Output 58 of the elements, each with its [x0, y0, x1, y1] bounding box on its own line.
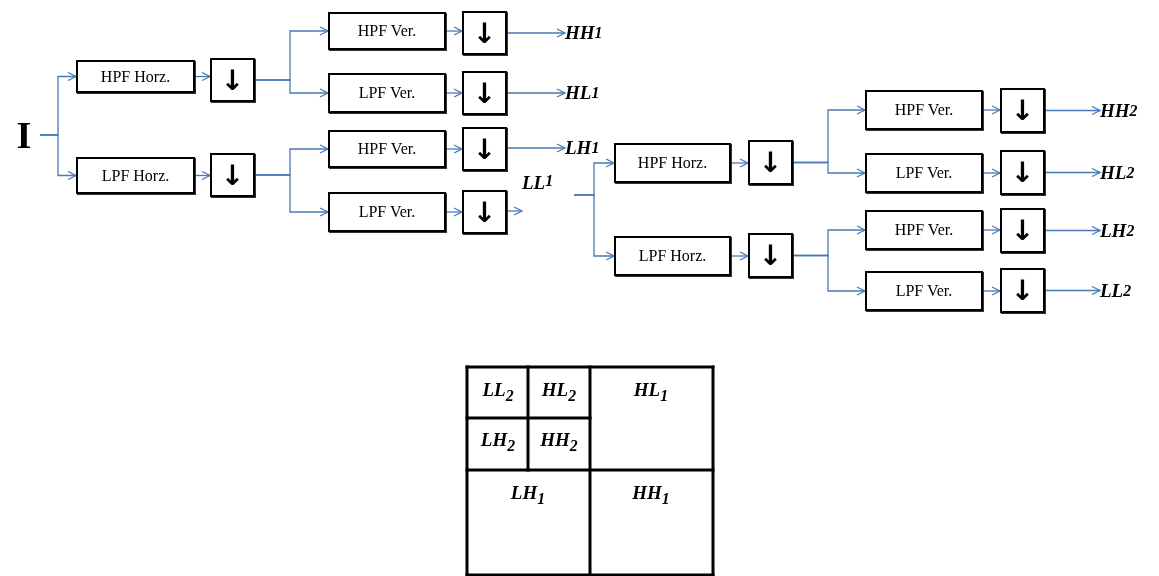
downsample-box: ↓ [1000, 208, 1045, 253]
arrow [792, 161, 866, 178]
arrow [506, 28, 566, 38]
filter-box: HPF Horz. [614, 143, 731, 183]
arrow [982, 286, 1001, 296]
arrow [1044, 167, 1101, 178]
arrow [792, 254, 866, 296]
downsample-box: ↓ [462, 190, 507, 234]
downsample-box: ↓ [1000, 268, 1045, 313]
downsample-box: ↓ [210, 153, 255, 197]
downsample-box: ↓ [462, 71, 507, 115]
downsample-box: ↓ [748, 233, 793, 278]
subband-label: HH$_{1}$ [632, 482, 670, 508]
subband-label: HL$_{2}$ [541, 379, 577, 405]
downsample-box: ↓ [1000, 150, 1045, 195]
filter-box: LPF Ver. [865, 271, 983, 311]
arrow [445, 88, 463, 98]
subband-label: LH$_{2}$ [480, 429, 516, 455]
subband-label: LL$_{2}$ [482, 379, 514, 405]
downsample-box: ↓ [462, 127, 507, 171]
arrow [254, 79, 329, 98]
arrow [254, 174, 329, 217]
arrow [1044, 285, 1101, 296]
arrow [730, 158, 749, 168]
filter-box: HPF Ver. [865, 90, 983, 130]
arrow [1044, 225, 1101, 236]
arrow [445, 144, 463, 154]
subband-label: HL$_{1}$ [633, 379, 669, 405]
downsample-box: ↓ [1000, 88, 1045, 133]
filter-box: HPF Ver. [328, 12, 446, 50]
arrow [506, 206, 523, 216]
filter-box: LPF Horz. [614, 236, 731, 276]
subband-label: LH$_{1}$ [510, 482, 546, 508]
arrow [506, 143, 566, 153]
arrow [982, 225, 1001, 235]
arrow [506, 88, 566, 98]
arrow [730, 251, 749, 261]
arrow [1044, 105, 1101, 116]
downsample-box: ↓ [748, 140, 793, 185]
arrow [573, 194, 615, 261]
arrow [194, 170, 211, 181]
filter-box: HPF Ver. [328, 130, 446, 168]
downsample-box: ↓ [462, 11, 507, 55]
filter-box: LPF Ver. [328, 73, 446, 113]
input-label: I [8, 113, 40, 157]
filter-box: HPF Ver. [865, 210, 983, 250]
arrow [39, 134, 77, 181]
filter-box: LPF Horz. [76, 157, 195, 194]
filter-box: HPF Horz. [76, 60, 195, 93]
filter-box: LPF Ver. [865, 153, 983, 193]
arrow [982, 168, 1001, 178]
arrow [194, 71, 211, 82]
downsample-box: ↓ [210, 58, 255, 102]
arrow [445, 207, 463, 217]
filter-box: LPF Ver. [328, 192, 446, 232]
subband-label: HH$_{2}$ [540, 429, 578, 455]
arrow [445, 26, 463, 36]
arrow [982, 105, 1001, 115]
